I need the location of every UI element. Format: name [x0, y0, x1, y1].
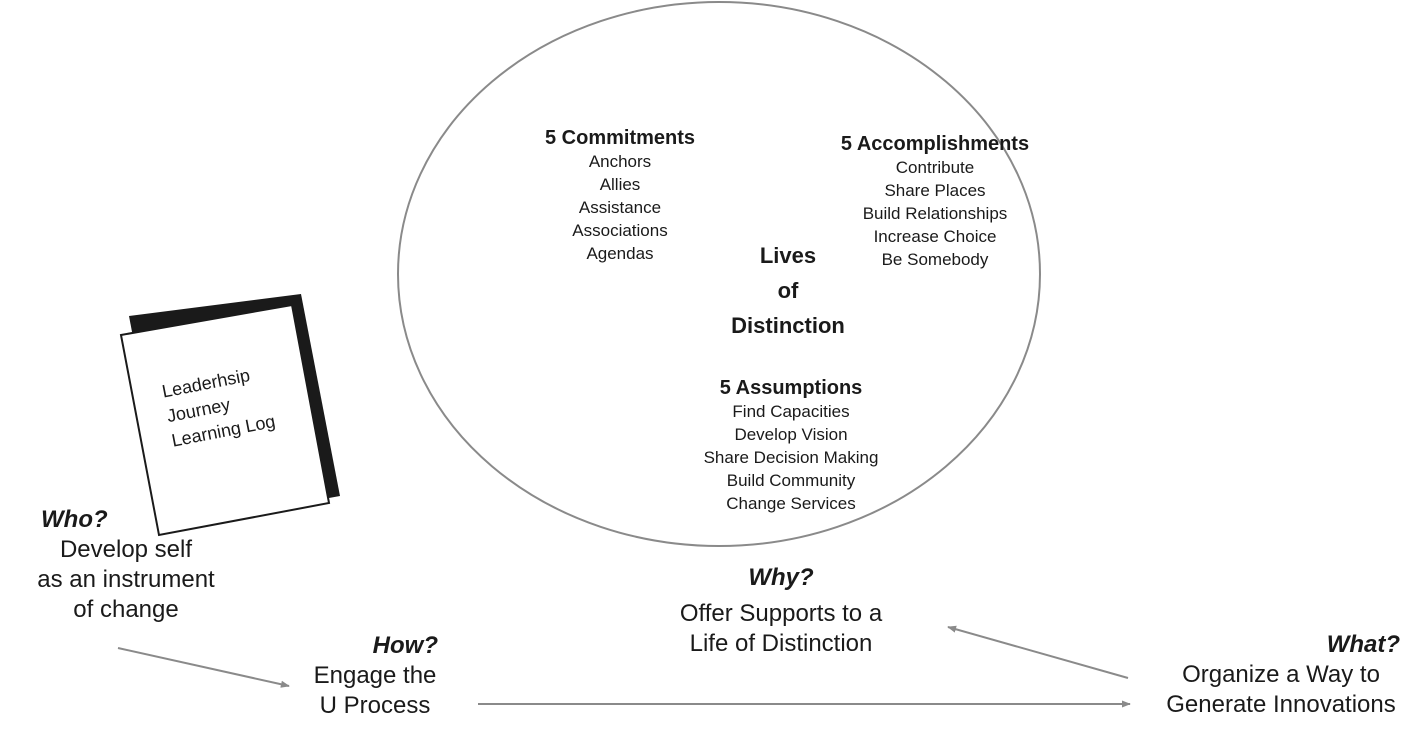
who-line: of change: [73, 596, 179, 623]
assumptions-title: 5 Assumptions: [719, 377, 863, 399]
how-group: How? Engage the U Process: [290, 631, 460, 721]
what-line: Generate Innovations: [1166, 691, 1396, 718]
how-heading: How?: [372, 632, 438, 659]
commitments-group: 5 Commitments Anchors Allies Assistance …: [538, 126, 702, 265]
why-group: Why? Offer Supports to a Life of Distinc…: [640, 563, 922, 659]
center-title: Lives of Distinction: [700, 238, 876, 343]
arrow-what-to-why: [947, 625, 1129, 679]
accomplishments-group: 5 Accomplishments Contribute Share Place…: [824, 132, 1046, 271]
assumptions-item: Change Services: [726, 494, 856, 513]
commitments-item: Associations: [572, 221, 668, 240]
arrow-who-to-how: [117, 647, 290, 688]
center-title-line: Distinction: [731, 313, 845, 338]
how-line: U Process: [319, 692, 431, 719]
assumptions-item: Build Community: [726, 471, 856, 490]
center-title-line: of: [777, 278, 799, 303]
accomplishments-item: Share Places: [884, 181, 986, 200]
commitments-item: Agendas: [586, 244, 654, 263]
why-heading: Why?: [748, 564, 814, 591]
commitments-item: Assistance: [578, 198, 662, 217]
accomplishments-item: Build Relationships: [862, 204, 1008, 223]
who-line: Develop self: [59, 536, 193, 563]
why-line: Life of Distinction: [689, 630, 873, 657]
assumptions-item: Share Decision Making: [703, 448, 879, 467]
who-group: Who? Develop self as an instrument of ch…: [6, 505, 246, 625]
book-cover: [119, 303, 331, 537]
what-heading: What?: [1326, 631, 1400, 658]
learning-log-book: [119, 294, 340, 537]
assumptions-item: Develop Vision: [734, 425, 848, 444]
assumptions-item: Find Capacities: [732, 402, 850, 421]
assumptions-group: 5 Assumptions Find Capacities Develop Vi…: [674, 376, 908, 515]
accomplishments-item: Contribute: [895, 158, 975, 177]
lives-of-distinction-ellipse: [397, 1, 1041, 547]
what-line: Organize a Way to: [1182, 661, 1380, 688]
what-group: What? Organize a Way to Generate Innovat…: [1140, 631, 1422, 720]
commitments-item: Anchors: [588, 152, 652, 171]
center-title-line: Lives: [759, 243, 817, 268]
accomplishments-title: 5 Accomplishments: [840, 133, 1030, 155]
accomplishments-item: Increase Choice: [873, 227, 997, 246]
who-line: as an instrument: [37, 566, 215, 593]
commitments-title: 5 Commitments: [544, 127, 696, 149]
how-line: Engage the: [313, 662, 437, 689]
commitments-item: Allies: [599, 175, 641, 194]
why-line: Offer Supports to a: [679, 600, 883, 627]
who-heading: Who?: [41, 506, 108, 533]
accomplishments-item: Be Somebody: [881, 250, 989, 269]
